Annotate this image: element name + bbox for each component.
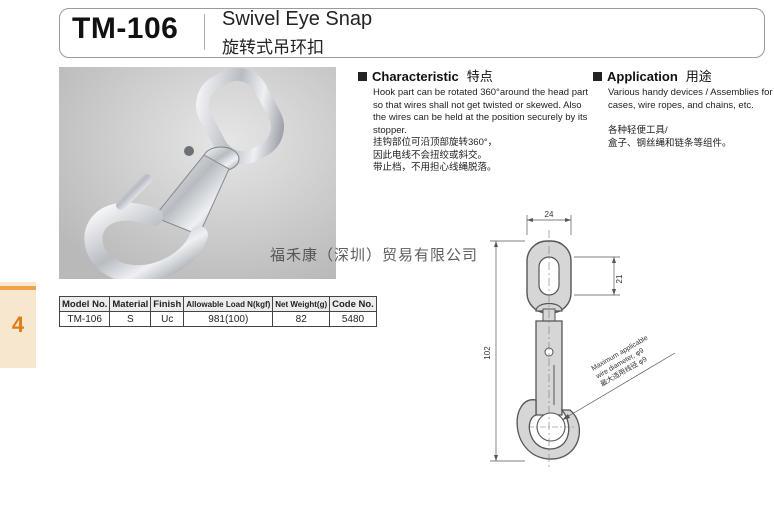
drawing-body (535, 320, 563, 416)
product-photo (59, 67, 336, 279)
characteristic-title-cn: 特点 (466, 69, 493, 84)
cell-net-weight: 82 (272, 311, 331, 327)
application-cn-line: 盒子、钢丝绳和链条等组件。 (608, 137, 732, 149)
chapter-number: 4 (11, 312, 25, 337)
application-title-en: Application (607, 69, 678, 84)
header-net-weight: Net Weight(g) (272, 296, 331, 312)
table-row: TM-106 S Uc 981(100) 82 5480 (58, 311, 377, 327)
technical-drawing: 24 21 102 Maximum applicable wire diamet… (470, 205, 710, 480)
watermark-text: 福禾康（深圳）贸易有限公司 (270, 247, 479, 264)
characteristic-cn-line: 带止档，不用担心线绳脱落。 (373, 162, 497, 173)
header-allowable-load: Allowable Load N(kgf) (183, 296, 274, 312)
cell-code-no: 5480 (329, 311, 377, 327)
chapter-tab (0, 282, 36, 368)
drawing-hook (516, 399, 580, 460)
bullet-square-icon (593, 72, 602, 81)
characteristic-text-en: Hook part can be rotated 360°around the … (373, 87, 589, 136)
swivel-eye-snap-photo (59, 67, 336, 279)
spec-table-header-row: Model No. Material Finish Allowable Load… (58, 296, 377, 312)
header-material: Material (109, 296, 152, 312)
characteristic-cn-line: 挂钩部位可沿顶部旋转360°， (373, 137, 498, 148)
header-finish: Finish (150, 296, 185, 312)
application-heading: Application 用途 (593, 66, 712, 85)
leader-line (561, 352, 676, 421)
header-code-no: Code No. (329, 296, 377, 312)
model-number: TM-106 (72, 12, 179, 45)
characteristic-heading: Characteristic 特点 (358, 66, 493, 85)
product-title-cn: 旋转式吊环扣 (222, 38, 324, 57)
application-cn-line: 各种轻便工具/ (608, 125, 668, 136)
dimension-length-label: 102 (483, 346, 492, 360)
bullet-square-icon (358, 72, 367, 81)
application-text-cn: 各种轻便工具/ 盒子、钢丝绳和链条等组件。 (608, 125, 773, 150)
product-title-en: Swivel Eye Snap (222, 8, 373, 30)
characteristic-text-cn: 挂钩部位可沿顶部旋转360°， 因此电线不会扭绞或斜交。 带止档，不用担心线绳脱… (373, 137, 593, 175)
header-model-no: Model No. (58, 296, 111, 312)
title-frame (59, 8, 765, 58)
header-divider (204, 14, 205, 50)
cell-material: S (109, 311, 152, 327)
cell-allowable-load: 981(100) (183, 311, 274, 327)
dimension-width-label: 24 (545, 210, 554, 219)
cell-model-no: TM-106 (58, 311, 111, 327)
dimension-eye-label: 21 (615, 274, 624, 283)
cell-finish: Uc (150, 311, 185, 327)
application-title-cn: 用途 (685, 69, 712, 84)
characteristic-cn-line: 因此电线不会扭绞或斜交。 (373, 149, 488, 161)
characteristic-title-en: Characteristic (372, 69, 459, 84)
spec-table: Model No. Material Finish Allowable Load… (58, 296, 377, 327)
application-text-en: Various handy devices / Assemblies for c… (608, 87, 773, 111)
